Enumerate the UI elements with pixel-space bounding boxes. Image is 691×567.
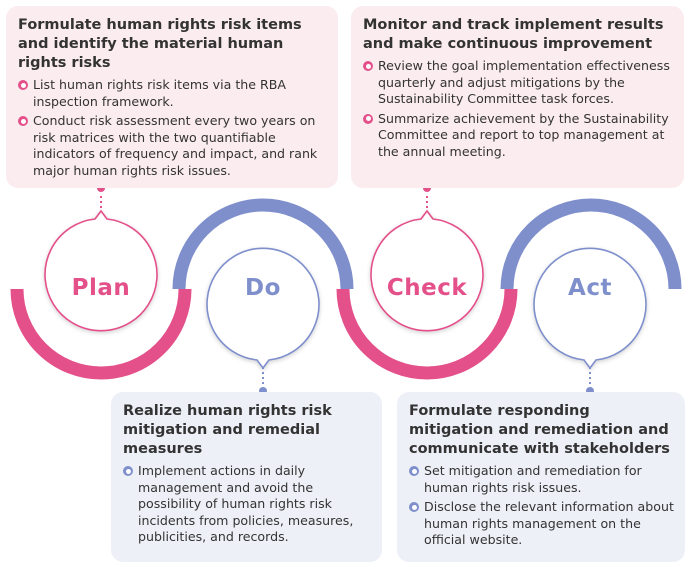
check-card-title: Monitor and track implement results and …	[363, 17, 664, 52]
list-item: Set mitigation and remediation for human…	[409, 463, 675, 496]
bullet-icon	[363, 113, 373, 124]
stage-label-act: Act	[568, 275, 612, 301]
check-card: Monitor and track implement results and …	[351, 6, 684, 188]
plan-card-title: Formulate human rights risk items and id…	[18, 17, 302, 71]
do-card-title: Realize human rights risk mitigation and…	[123, 403, 332, 457]
bullet-icon	[409, 466, 419, 476]
do-card-list: Implement actions in daily management an…	[123, 463, 372, 546]
plan-circle	[44, 209, 158, 332]
act-circle	[533, 247, 647, 370]
bullet-icon	[18, 116, 28, 126]
check-card-list: Review the goal implementation effective…	[363, 58, 674, 160]
plan-arc	[10, 288, 192, 380]
list-item: Disclose the relevant information about …	[409, 499, 675, 549]
stage-label-check: Check	[386, 275, 468, 301]
list-item: Summarize achievement by the Sustainabil…	[363, 111, 674, 161]
do-arc	[172, 198, 354, 290]
check-arc	[336, 288, 518, 380]
list-item: List human rights risk items via the RBA…	[18, 77, 328, 110]
act-arc	[500, 198, 682, 290]
stage-label-do: Do	[245, 275, 281, 301]
list-item: Review the goal implementation effective…	[363, 58, 674, 108]
list-item: Conduct risk assessment every two years …	[18, 113, 328, 179]
check-circle	[370, 209, 484, 332]
bullet-icon	[409, 502, 419, 512]
stage-label-plan: Plan	[71, 275, 131, 301]
do-card: Realize human rights risk mitigation and…	[111, 392, 382, 562]
act-card-list: Set mitigation and remediation for human…	[409, 463, 675, 549]
bullet-icon	[363, 61, 373, 71]
bullet-icon	[18, 80, 28, 90]
act-card: Formulate responding mitigation and reme…	[397, 392, 685, 562]
plan-card: Formulate human rights risk items and id…	[6, 6, 338, 188]
bullet-icon	[123, 466, 133, 476]
list-item: Implement actions in daily management an…	[123, 463, 372, 546]
do-circle	[206, 247, 320, 370]
plan-card-list: List human rights risk items via the RBA…	[18, 77, 328, 179]
act-card-title: Formulate responding mitigation and reme…	[409, 403, 670, 457]
